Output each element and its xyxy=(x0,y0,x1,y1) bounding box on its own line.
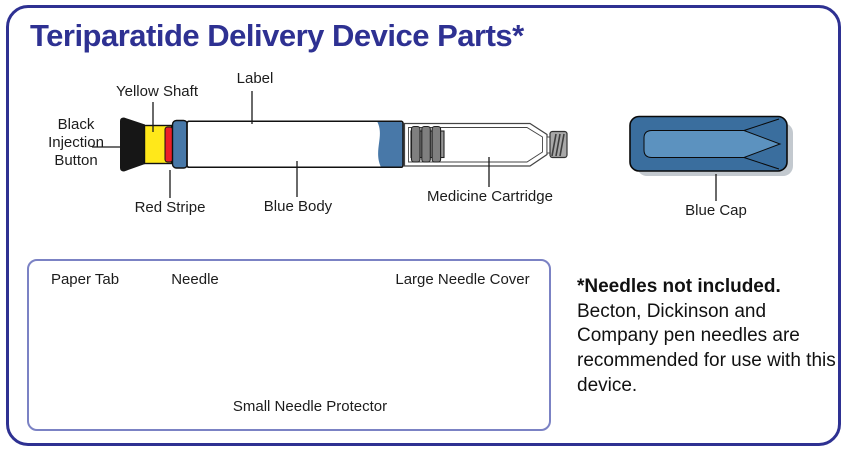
injection-pen-illustration xyxy=(120,117,568,172)
needles-footnote: *Needles not included. Becton, Dickinson… xyxy=(577,275,843,398)
paper-tab-callout: Paper Tab xyxy=(50,271,120,288)
needle-parts-box xyxy=(27,259,551,431)
black-injection-button-shape xyxy=(120,117,145,172)
blue-cap-callout: Blue Cap xyxy=(685,202,747,219)
blue-cap-illustration xyxy=(629,115,793,176)
blue-ring-shape xyxy=(171,119,189,169)
footnote-body: Becton, Dickinson and Company pen needle… xyxy=(577,300,836,396)
small-needle-protector-callout: Small Needle Protector xyxy=(232,398,388,415)
label-callout: Label xyxy=(236,70,274,87)
blue-cap-inner-shape xyxy=(643,130,782,158)
red-stripe-callout: Red Stripe xyxy=(134,199,206,216)
medicine-cartridge-callout: Medicine Cartridge xyxy=(427,188,553,205)
blue-cap-bevel-lines xyxy=(743,118,780,170)
page-title: Teriparatide Delivery Device Parts* xyxy=(30,18,524,53)
pen-body-outline xyxy=(186,120,404,169)
medicine-cartridge-inner-line xyxy=(408,127,543,163)
black-injection-button-callout: Black Injection Button xyxy=(48,116,104,169)
footnote-heading: *Needles not included. xyxy=(577,276,781,297)
red-stripe-shape xyxy=(164,126,173,163)
yellow-shaft-callout: Yellow Shaft xyxy=(115,83,198,100)
blue-body-callout: Blue Body xyxy=(263,198,333,215)
large-needle-cover-callout: Large Needle Cover xyxy=(395,271,530,288)
pen-body-blue-end-shape xyxy=(377,121,403,168)
cartridge-threaded-tip-shape xyxy=(546,130,568,159)
pen-body-shape xyxy=(186,120,404,169)
cartridge-plunger-shape xyxy=(410,125,445,163)
needle-callout: Needle xyxy=(171,271,219,288)
